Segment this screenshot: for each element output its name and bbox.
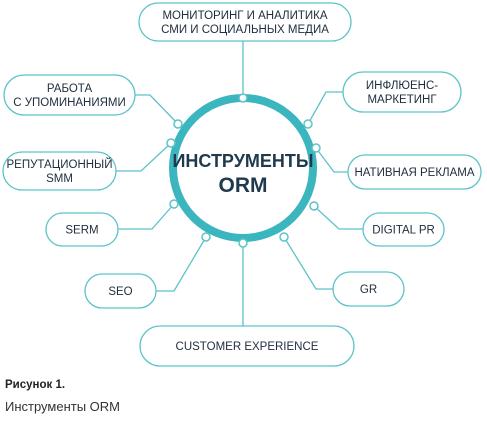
tool-label-serm-line1: SERM — [65, 225, 98, 237]
ring-dot-seo — [201, 232, 211, 242]
tool-box-gr: GR — [332, 271, 405, 307]
tool-label-mentions-line2: С УПОМИНАНИЯМИ — [13, 97, 126, 109]
connector-gr — [283, 236, 333, 290]
ring-dot-influencer — [303, 119, 313, 129]
tool-box-frame — [362, 212, 445, 247]
tool-box-frame — [45, 212, 119, 247]
ring-dot-smm — [166, 138, 176, 148]
figure-caption-text: Инструменты ORM — [5, 399, 121, 414]
tool-box-frame — [3, 74, 136, 116]
connector-serm — [118, 203, 175, 230]
tool-label-digital-pr-line1: DIGITAL PR — [372, 225, 435, 237]
ring-dots — [166, 93, 321, 248]
tool-label-influencer-line2: МАРКЕТИНГ — [367, 94, 437, 106]
tool-box-smm: РЕПУТАЦИОННЫЙ SMM — [2, 151, 117, 191]
tool-label-influencer-line1: ИНФЛЮЕНС- — [366, 80, 438, 92]
tool-box-frame — [342, 71, 462, 113]
tool-box-customer-experience: CUSTOMER EXPERIENCE — [139, 325, 355, 367]
tool-box-native: НАТИВНАЯ РЕКЛАМА — [347, 154, 482, 190]
ring-dot-mentions — [173, 119, 183, 129]
tool-label-gr-line1: GR — [360, 284, 377, 296]
tool-label-native-line1: НАТИВНАЯ РЕКЛАМА — [354, 167, 474, 179]
tool-box-frame — [332, 271, 405, 307]
tool-label-customer-experience-line1: CUSTOMER EXPERIENCE — [176, 341, 319, 353]
tool-label-smm-line1: РЕПУТАЦИОННЫЙ — [7, 158, 113, 171]
center-title-line1: ИНСТРУМЕНТЫ — [172, 151, 313, 171]
center-title-line2: ORM — [219, 174, 268, 197]
figure-caption-title: Рисунок 1. — [5, 379, 66, 391]
tool-box-seo: SEO — [84, 273, 157, 309]
tool-label-seo-line1: SEO — [108, 286, 132, 298]
tool-label-monitoring-line2: СМИ И СОЦИАЛЬНЫХ МЕДИА — [161, 24, 329, 36]
connector-digital-pr — [313, 205, 363, 230]
ring-dot-customer-experience — [238, 238, 248, 248]
connector-lines — [116, 41, 363, 326]
tool-box-frame — [2, 151, 117, 191]
tool-label-smm-line2: SMM — [46, 173, 73, 185]
tool-box-frame — [347, 154, 482, 190]
orm-diagram: ИНСТРУМЕНТЫ ORM МОНИТОРИНГ И АНАЛИТИКА СМ… — [2, 2, 482, 367]
connector-seo — [156, 236, 207, 292]
tool-box-influencer: ИНФЛЮЕНС- МАРКЕТИНГ — [342, 71, 462, 113]
tool-box-monitoring: МОНИТОРИНГ И АНАЛИТИКА СМИ И СОЦИАЛЬНЫХ М… — [138, 2, 352, 42]
connector-native — [315, 147, 348, 173]
tool-boxes: МОНИТОРИНГ И АНАЛИТИКА СМИ И СОЦИАЛЬНЫХ М… — [2, 2, 482, 367]
ring-dot-monitoring — [238, 93, 248, 103]
connector-mentions — [135, 94, 179, 125]
tool-label-monitoring-line1: МОНИТОРИНГ И АНАЛИТИКА — [162, 10, 327, 22]
tool-box-frame — [139, 325, 355, 367]
ring-dot-native — [311, 143, 321, 153]
ring-dot-gr — [279, 232, 289, 242]
connector-influencer — [307, 91, 343, 125]
tool-box-frame — [84, 273, 157, 309]
tool-box-frame — [138, 2, 352, 42]
tool-box-digital-pr: DIGITAL PR — [362, 212, 445, 247]
ring-dot-digital-pr — [309, 201, 319, 211]
ring-dot-serm — [169, 199, 179, 209]
connector-smm — [116, 142, 172, 172]
tool-box-mentions: РАБОТА С УПОМИНАНИЯМИ — [3, 74, 136, 116]
tool-box-serm: SERM — [45, 212, 119, 247]
tool-label-mentions-line1: РАБОТА — [47, 83, 93, 95]
